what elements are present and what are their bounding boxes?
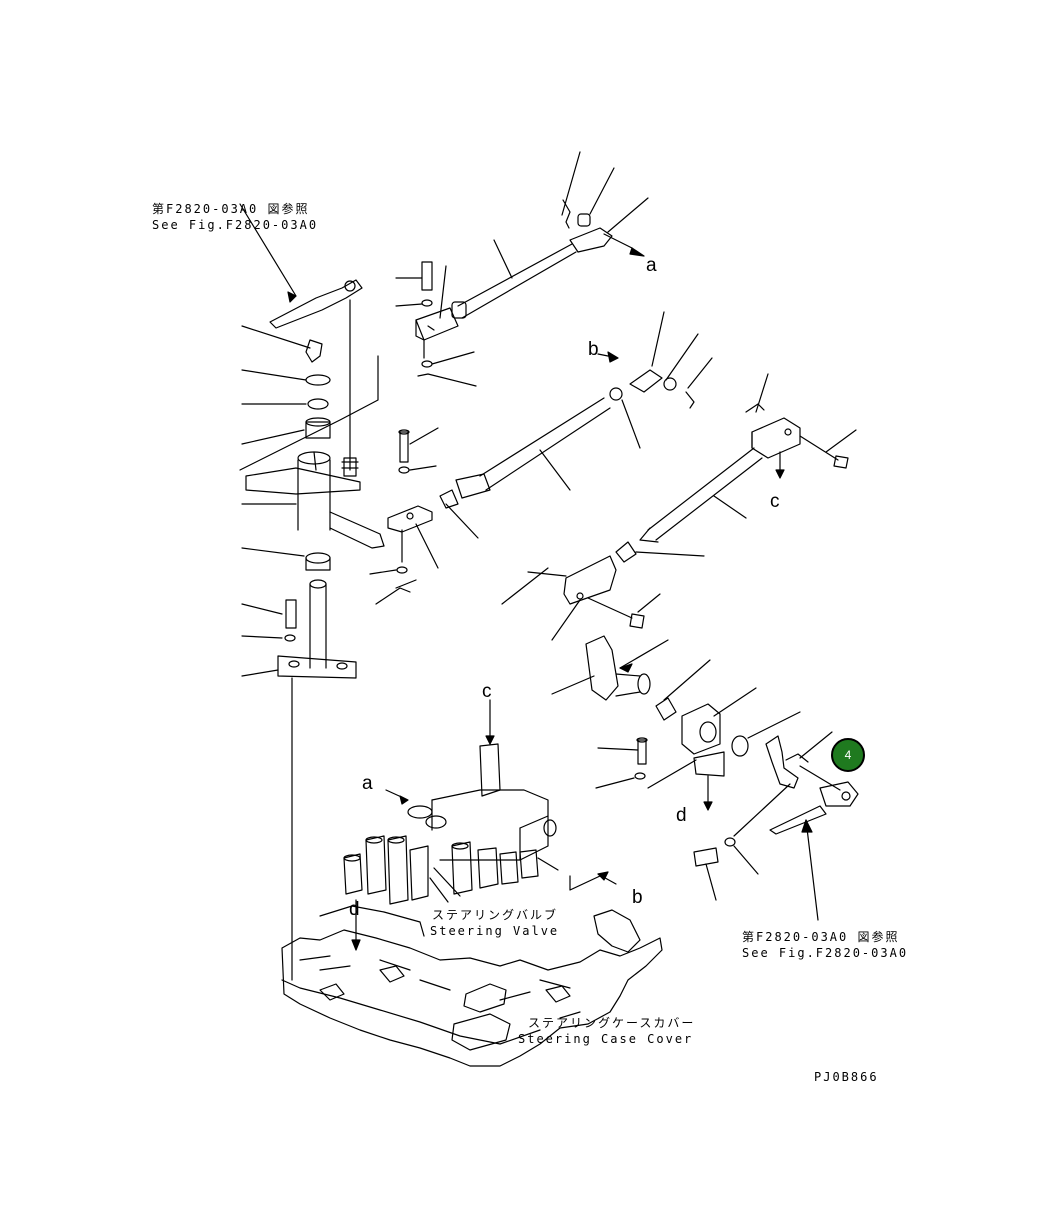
steering-valve-body <box>281 699 663 1067</box>
middle-rod-assembly <box>369 311 713 605</box>
callout-badge-4[interactable]: 4 <box>831 738 865 772</box>
connection-d-valve: d <box>349 899 360 920</box>
connection-c-valve: c <box>482 681 492 702</box>
upper-rod-assembly <box>395 151 649 387</box>
ref-top-en[interactable]: See Fig.F2820-03A0 <box>152 218 319 232</box>
connection-c-right: c <box>770 491 780 512</box>
connection-a-valve: a <box>362 773 373 794</box>
steering-valve-en: Steering Valve <box>430 924 560 938</box>
steering-valve-jp: ステアリングバルブ <box>432 908 559 922</box>
drawing-code: PJ0B866 <box>814 1070 879 1084</box>
lower-right-lever <box>693 731 859 921</box>
steering-case-cover-jp: ステアリングケースカバー <box>528 1016 696 1030</box>
ref-bottom-jp: 第F2820-03A0 図参照 <box>742 930 900 944</box>
steering-case-cover-en: Steering Case Cover <box>518 1032 694 1046</box>
connection-a-top: a <box>646 255 657 276</box>
right-rod-assembly <box>501 373 857 811</box>
connection-d-right: d <box>676 805 687 826</box>
left-lever-column <box>239 203 385 981</box>
ref-bottom-en[interactable]: See Fig.F2820-03A0 <box>742 946 909 960</box>
connection-b-valve: b <box>632 887 643 908</box>
ref-top-jp: 第F2820-03A0 図参照 <box>152 202 310 216</box>
connection-b-middle: b <box>588 339 599 360</box>
